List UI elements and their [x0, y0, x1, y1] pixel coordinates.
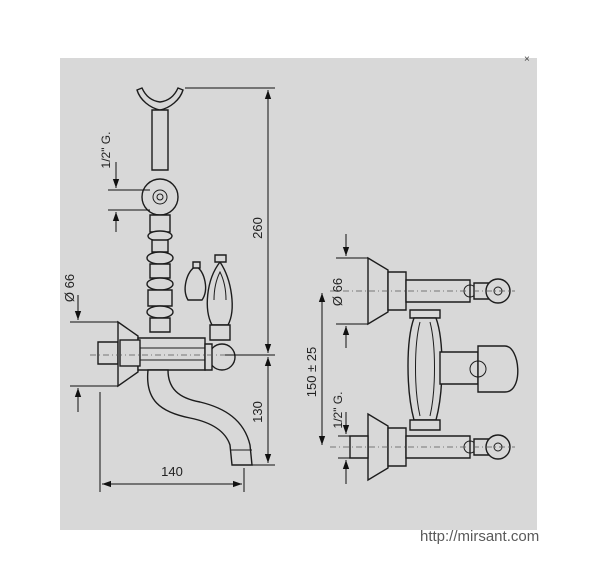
front-dim-diameter-label: Ø 66	[330, 278, 345, 306]
front-dim-centers-label: 150 ± 25	[304, 347, 319, 398]
front-view: Ø 66 150 ± 25 1/2" G.	[304, 234, 519, 484]
mixer-body	[137, 337, 206, 371]
watermark-link[interactable]: http://mirsant.com	[420, 528, 540, 545]
shower-holder-fork	[136, 87, 184, 111]
diverter-handle-rear	[184, 265, 207, 301]
front-spout	[477, 345, 519, 393]
dim-spout-label: 130	[250, 401, 265, 423]
bath-spout	[146, 369, 253, 466]
close-icon[interactable]: ×	[524, 54, 530, 65]
dim-thread-label: 1/2" G.	[99, 132, 113, 169]
connector-body	[407, 317, 443, 421]
dim-height-label: 260	[250, 217, 265, 239]
holder-stem	[151, 109, 169, 171]
dim-diameter-label: Ø 66	[62, 274, 77, 302]
side-view: 260 130 140 Ø 66 1/2" G.	[62, 87, 275, 492]
front-dim-thread-label: 1/2" G.	[331, 392, 345, 429]
dim-width-label: 140	[161, 464, 183, 479]
